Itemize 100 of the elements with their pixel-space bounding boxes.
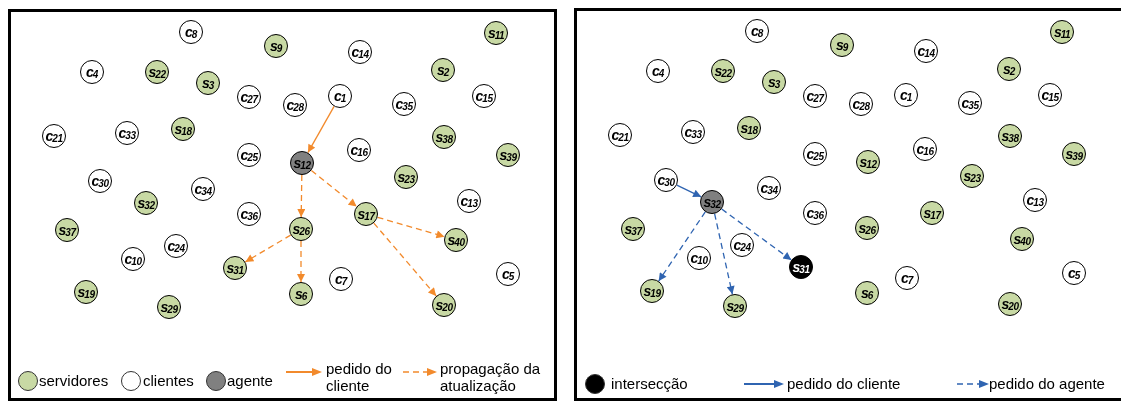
node-circle: s$_{29}$ [723,294,747,318]
node-circle: c$_{7}$ [895,266,919,290]
node-circle: c$_{25}$ [803,142,827,166]
node-circle: c$_{35}$ [958,91,982,115]
node-circle: s$_{38}$ [432,125,456,149]
node-circle: c$_{5}$ [1062,261,1086,285]
node-circle: c$_{36}$ [803,201,827,225]
node-circle: c$_{10}$ [121,247,145,271]
legend-label: agente [227,372,273,389]
node-circle: c$_{14}$ [914,39,938,63]
legend-label: pedido do agente [989,375,1105,392]
node-circle: s$_{11}$ [1050,20,1074,44]
node-circle: c$_{33}$ [681,120,705,144]
node-circle: s$_{22}$ [711,59,735,83]
arrow [373,222,437,297]
node-circle: c$_{24}$ [730,233,754,257]
node-circle: s$_{38}$ [998,124,1022,148]
node-circle: c$_{25}$ [237,143,261,167]
node-circle: s$_{32}$ [134,191,158,215]
legend-label: servidores [39,372,109,389]
node-circle: c$_{13}$ [457,189,481,213]
node-circle: s$_{40}$ [444,228,468,252]
node-circle: s$_{17}$ [920,201,944,225]
node-circle: c$_{27}$ [803,84,827,108]
arrow [658,211,706,282]
node-circle: s$_{20}$ [432,293,456,317]
node-circle: c$_{16}$ [347,138,371,162]
node-circle: c$_{24}$ [164,234,188,258]
node-circle: s$_{26}$ [855,216,879,240]
panel-frame [8,9,557,401]
arrow [676,184,702,198]
arrow [297,240,305,283]
legend-label: propagação da atualização [440,360,542,394]
arrow [244,234,292,263]
arrow [713,213,735,295]
node-circle: s$_{18}$ [171,117,195,141]
node-circle: s$_{39}$ [496,143,520,167]
node-circle: c$_{10}$ [687,246,711,270]
node-circle: c$_{21}$ [42,124,66,148]
panel-frame [574,8,1121,401]
node-circle: s$_{2}$ [431,58,455,82]
legend-label: intersecção [611,375,688,392]
node-circle: s$_{9}$ [264,34,288,58]
node-circle: s$_{2}$ [997,57,1021,81]
node-circle: s$_{3}$ [762,70,786,94]
node-circle: c$_{21}$ [608,123,632,147]
node-circle: s$_{37}$ [55,218,79,242]
node-circle: s$_{40}$ [1010,227,1034,251]
node-circle: s$_{11}$ [484,21,508,45]
node-circle: s$_{31}$ [789,255,813,279]
legend-label: pedido do cliente [787,375,901,392]
node-circle: s$_{20}$ [998,292,1022,316]
legend-label: clientes [143,372,194,389]
node-circle: s$_{12}$ [290,151,314,175]
node-circle: s$_{39}$ [1062,142,1086,166]
node-circle: s$_{37}$ [621,217,645,241]
node-circle: c$_{28}$ [849,92,873,116]
node-circle: c$_{15}$ [472,84,496,108]
node-circle: c$_{30}$ [654,168,678,192]
node-circle: c$_{27}$ [237,85,261,109]
node-circle: c$_{28}$ [283,93,307,117]
node-circle: s$_{17}$ [354,202,378,226]
node-circle: c$_{30}$ [88,169,112,193]
node-circle: c$_{13}$ [1023,188,1047,212]
node-circle: c$_{34}$ [191,177,215,201]
arrow [721,208,792,261]
arrow [297,174,306,218]
node-circle: c$_{16}$ [913,137,937,161]
node-circle: s$_{31}$ [223,256,247,280]
node-circle: s$_{29}$ [157,295,181,319]
node-circle: s$_{19}$ [640,279,664,303]
node-circle: c$_{34}$ [757,176,781,200]
node-circle: s$_{3}$ [196,71,220,95]
node-circle: s$_{32}$ [700,190,724,214]
arrow [376,216,446,239]
node-circle: c$_{35}$ [392,92,416,116]
node-circle: s$_{19}$ [74,280,98,304]
node-circle: c$_{15}$ [1038,83,1062,107]
node-circle: c$_{4}$ [646,59,670,83]
node-circle: s$_{18}$ [737,116,761,140]
node-circle: s$_{26}$ [289,217,313,241]
node-circle: s$_{23}$ [394,165,418,189]
node-circle: s$_{23}$ [960,164,984,188]
node-circle: c$_{8}$ [745,19,769,43]
arrow [307,105,335,154]
node-circle: c$_{1}$ [894,83,918,107]
node-circle: c$_{4}$ [80,60,104,84]
node-circle: s$_{6}$ [289,282,313,306]
arrow [310,169,358,208]
node-circle: c$_{7}$ [329,267,353,291]
legend-label: pedido do cliente [326,360,393,394]
node-circle: c$_{8}$ [179,20,203,44]
node-circle: c$_{33}$ [115,121,139,145]
node-circle: s$_{6}$ [855,281,879,305]
node-circle: c$_{5}$ [496,262,520,286]
node-circle: c$_{14}$ [348,40,372,64]
node-circle: s$_{12}$ [856,150,880,174]
node-circle: s$_{9}$ [830,33,854,57]
node-circle: s$_{22}$ [145,60,169,84]
node-circle: c$_{1}$ [328,84,352,108]
